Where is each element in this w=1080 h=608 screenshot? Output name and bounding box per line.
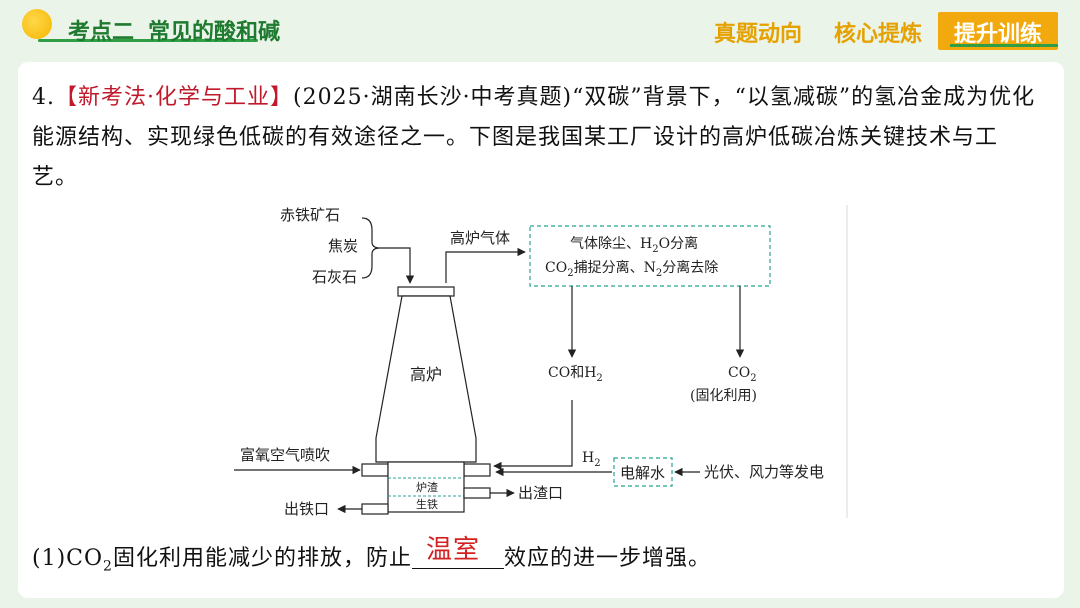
answer-filled: 温室 xyxy=(425,535,480,565)
active-tab-underline xyxy=(950,44,1058,47)
question-tag: 【新考法·化学与工业】 xyxy=(55,85,293,110)
topic-title: 考点二常见的酸和碱 xyxy=(68,14,280,46)
slag-outlet-label: 出渣口 xyxy=(518,484,563,502)
topic-label: 考点二 xyxy=(68,19,135,44)
question-source: (2025·湖南长沙·中考真题) xyxy=(293,85,573,110)
co-h2-label: CO和H2 xyxy=(548,365,603,384)
content-card xyxy=(18,62,1064,598)
power-label: 光伏、风力等发电 xyxy=(704,463,824,481)
tab-core-refinement[interactable]: 核心提炼 xyxy=(833,21,922,46)
iron-outlet-label: 出铁口 xyxy=(284,500,329,518)
hearth xyxy=(387,461,465,513)
co2-use-label: (固化利用) xyxy=(690,388,757,404)
sun-icon xyxy=(22,9,52,39)
right-tuyere xyxy=(463,463,491,477)
iron-outlet-pipe xyxy=(361,503,389,515)
electrolysis-label: 电解水 xyxy=(620,464,665,482)
furnace-label: 高炉 xyxy=(410,365,442,384)
answer-prefix: (1)CO xyxy=(32,546,104,571)
electrolysis-box xyxy=(613,457,673,487)
header-divider xyxy=(38,39,258,42)
topic-name: 常见的酸和碱 xyxy=(148,19,281,44)
question-body: “双碳”背景下，“以氢减碳”的氢冶金成为优化能源结构、实现绿色低碳的有效途径之一… xyxy=(32,85,1036,190)
feed-arrow xyxy=(380,247,415,284)
raw-material-limestone: 石灰石 xyxy=(312,268,357,286)
raw-material-hematite: 赤铁矿石 xyxy=(280,206,340,224)
blast-furnace xyxy=(375,295,477,463)
oxygen-air-label: 富氧空气喷吹 xyxy=(240,446,330,464)
slag-label: 炉渣 xyxy=(416,480,438,494)
question-text: 4.【新考法·化学与工业】(2025·湖南长沙·中考真题)“双碳”背景下，“以氢… xyxy=(32,78,1042,198)
tab-real-exam-trends[interactable]: 真题动向 xyxy=(713,21,802,46)
pig-iron-label: 生铁 xyxy=(416,497,438,511)
raw-material-coke: 焦炭 xyxy=(328,237,358,255)
h2-label: H2 xyxy=(582,450,601,469)
answer-middle: 固化利用能减少的排放，防止 xyxy=(112,546,412,571)
answer-line: (1)CO2固化利用能减少的排放，防止温室效应的进一步增强。 xyxy=(32,535,1042,575)
answer-subscript: 2 xyxy=(103,558,113,575)
gas-treatment-line2: CO2捕捉分离、N2分离去除 xyxy=(545,259,718,279)
furnace-top xyxy=(397,286,455,297)
h2-return-arrow xyxy=(493,400,573,471)
furnace-gas-label: 高炉气体 xyxy=(450,229,510,247)
furnace-gas-arrow xyxy=(445,247,526,283)
answer-blank[interactable]: 温室 xyxy=(411,535,504,569)
header-bar: 考点二常见的酸和碱 真题动向 核心提炼 提升训练 xyxy=(0,0,1080,58)
co2-label: CO2 xyxy=(728,365,757,384)
tab-bar: 真题动向 核心提炼 提升训练 xyxy=(698,12,1058,50)
process-diagram: 赤铁矿石 焦炭 石灰石 高炉 高炉气体 气体除尘、H2O分离 CO2捕捉分离、N… xyxy=(234,205,848,518)
question-number: 4. xyxy=(32,85,55,110)
raw-material-brace xyxy=(361,217,381,279)
gas-treatment-box xyxy=(529,225,771,287)
gas-treatment-line1: 气体除尘、H2O分离 xyxy=(570,235,698,255)
slag-outlet-pipe xyxy=(463,487,491,499)
tab-improvement-training[interactable]: 提升训练 xyxy=(937,12,1058,50)
left-tuyere xyxy=(361,463,389,477)
answer-suffix: 效应的进一步增强。 xyxy=(503,546,711,571)
